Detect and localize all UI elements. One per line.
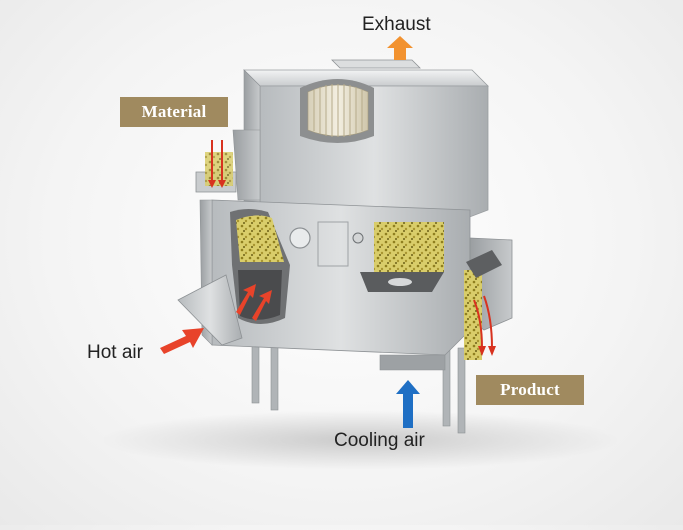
cooling-air-inlet	[379, 354, 446, 371]
exhaust-label: Exhaust	[362, 14, 431, 35]
hot-air-arrow	[160, 328, 204, 354]
filter-pleats	[313, 84, 363, 137]
product-arrows	[473, 295, 493, 349]
hot-air-duct	[177, 274, 243, 346]
exhaust-outlet	[331, 59, 421, 69]
cooling-zone-granules	[374, 222, 444, 272]
hot-air-label: Hot air	[87, 342, 143, 363]
access-door	[317, 221, 349, 267]
product-granules	[464, 270, 482, 360]
floor-shadow	[100, 410, 620, 470]
product-arrowheads	[478, 346, 496, 356]
fluidized-granules	[236, 215, 284, 262]
hood-top	[243, 69, 489, 87]
material-tag: Material	[120, 97, 228, 127]
hot-air-plenum	[238, 270, 282, 320]
cooling-air-arrow	[396, 380, 420, 428]
door-handle	[352, 232, 364, 244]
cooling-nozzle	[388, 278, 412, 286]
material-arrows	[211, 140, 223, 182]
inspection-window	[289, 227, 311, 249]
material-arrowheads	[208, 180, 226, 188]
cooling-air-label: Cooling air	[334, 430, 425, 451]
product-chute	[466, 250, 502, 278]
inlet-housing	[232, 129, 261, 201]
internal-hot-arrows	[236, 284, 272, 321]
exhaust-arrow	[387, 36, 413, 60]
product-tag: Product	[476, 375, 584, 405]
